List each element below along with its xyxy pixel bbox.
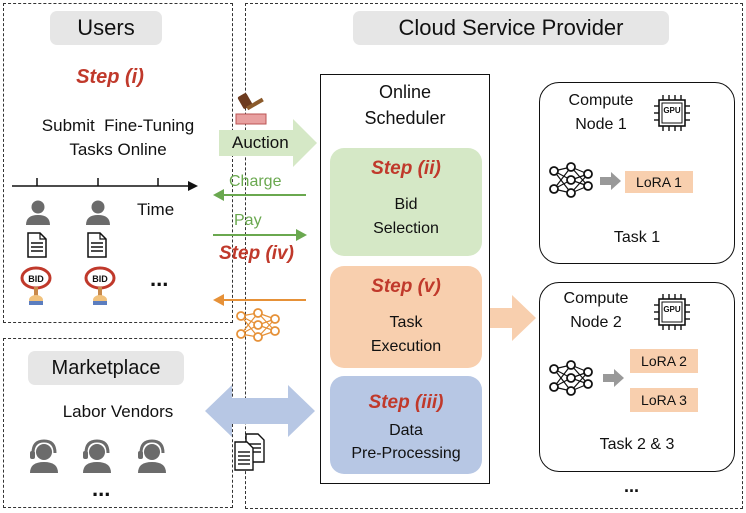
users-desc-line2: Tasks Online — [69, 140, 167, 159]
bid-line1: Bid — [394, 196, 418, 213]
users-title: Users — [50, 11, 162, 45]
svg-text:BID: BID — [92, 274, 108, 284]
csp-panel — [245, 3, 743, 509]
data-line1: Data — [389, 422, 423, 439]
vendor-headset-icon — [83, 439, 111, 473]
document-icon — [87, 232, 107, 258]
neural-network-icon — [549, 360, 593, 396]
arrow-right-icon — [603, 369, 624, 387]
online-scheduler-box — [320, 74, 490, 484]
labor-vendors-label: Labor Vendors — [62, 402, 174, 421]
data-preprocessing-box — [330, 376, 482, 474]
neural-network-icon — [549, 162, 593, 198]
time-label: Time — [137, 200, 175, 219]
marketplace-ellipsis: ... — [92, 476, 111, 501]
users-ellipsis: ... — [150, 266, 169, 291]
task-line1: Task — [389, 314, 423, 331]
node1-task-label: Task 1 — [613, 229, 661, 246]
vendor-headset-icon — [30, 439, 58, 473]
lora-2-badge: LoRA 2 — [630, 349, 698, 373]
bid-paddle-icon: BID — [20, 266, 52, 305]
task-step-label: Step (v) — [371, 276, 441, 297]
bid-step-label: Step (ii) — [371, 158, 441, 179]
data-step-label: Step (iii) — [368, 392, 444, 413]
csp-ellipsis: ... — [624, 476, 640, 496]
bid-selection-box — [330, 148, 482, 256]
document-icon — [27, 232, 47, 258]
auction-label: Auction — [232, 133, 289, 152]
user-icon — [26, 200, 50, 225]
scheduler-title-line2: Scheduler — [364, 108, 446, 128]
gpu-label: GPU — [663, 106, 681, 115]
charge-label: Charge — [229, 173, 282, 190]
data-line2: Pre-Processing — [351, 445, 461, 462]
users-step: Step (i) — [76, 66, 144, 88]
gavel-icon — [235, 93, 267, 125]
gpu-label: GPU — [663, 305, 681, 314]
gpu-chip-icon — [654, 95, 690, 131]
node2-title-line2: Node 2 — [570, 314, 622, 331]
csp-title: Cloud Service Provider — [353, 11, 669, 45]
node2-title-line1: Compute — [563, 290, 629, 307]
marketplace-title: Marketplace — [28, 351, 184, 385]
gpu-chip-icon — [654, 294, 690, 330]
documents-stack-icon — [234, 433, 265, 471]
task-line2: Execution — [370, 338, 442, 355]
arrow-right-icon — [600, 172, 621, 190]
svg-text:BID: BID — [28, 274, 44, 284]
lora-3-badge: LoRA 3 — [630, 388, 698, 412]
pay-label: Pay — [234, 212, 262, 229]
users-panel — [3, 3, 233, 323]
users-desc-line1: Submit Fine-Tuning — [41, 116, 195, 135]
node1-title-line1: Compute — [568, 92, 634, 109]
task-execution-box — [330, 266, 482, 368]
step-iv-label: Step (iv) — [219, 243, 294, 264]
user-icon — [86, 200, 110, 225]
bid-line2: Selection — [373, 220, 439, 237]
node2-task-label: Task 2 & 3 — [599, 436, 675, 453]
bid-paddle-icon: BID — [84, 266, 116, 305]
lora-1-badge: LoRA 1 — [625, 171, 693, 193]
neural-network-icon — [236, 308, 280, 342]
vendor-headset-icon — [138, 439, 166, 473]
node1-title-line2: Node 1 — [575, 116, 627, 133]
scheduler-title-line1: Online — [378, 82, 432, 102]
